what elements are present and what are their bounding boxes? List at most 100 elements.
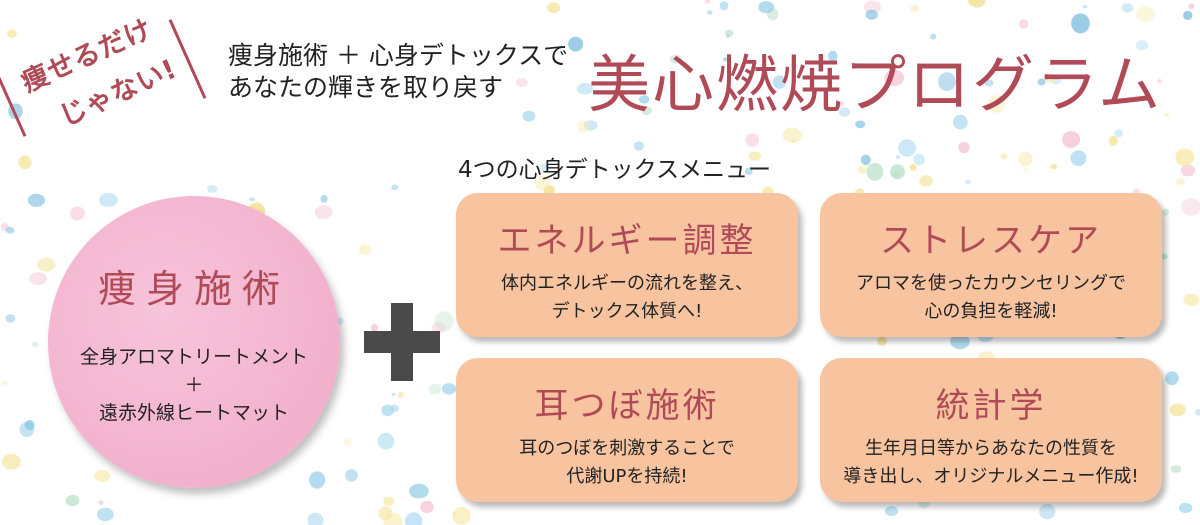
confetti-dot [895,155,901,159]
confetti-dot [69,206,85,221]
confetti-dot [723,57,728,62]
confetti-dot [724,29,734,37]
confetti-dot [1160,253,1168,260]
confetti-dot [37,257,56,272]
confetti-dot [307,512,324,525]
confetti-dot [884,506,899,517]
confetti-dot [1,453,21,470]
confetti-dot [633,141,644,151]
confetti-dot [309,471,326,489]
subheadline: 痩身施術 ＋ 心身デトックスで あなたの輝きを取り戻す [228,40,568,104]
confetti-dot [576,83,594,95]
card-desc-line-1: アロマを使ったカウンセリングで [856,273,1126,294]
confetti-dot [1163,112,1170,117]
confetti-dot [1180,164,1196,177]
confetti-dot [378,506,393,521]
confetti-dot [27,193,45,207]
confetti-dot [1050,164,1058,170]
confetti-dot [1070,150,1087,166]
card-desc-line-1: 耳のつぼを刺激することで [519,438,735,459]
confetti-dot [719,1,729,11]
confetti-dot [860,154,871,166]
confetti-dot [522,110,536,122]
confetti-dot [1039,504,1056,520]
confetti-dot [748,151,762,161]
confetti-dot [669,54,682,64]
confetti-dot [1170,465,1182,473]
confetti-dot [1022,167,1028,172]
confetti-dot [838,107,851,117]
confetti-dot [1178,502,1193,513]
confetti-dot [877,336,888,346]
confetti-dot [837,101,845,107]
confetti-dot [32,341,39,348]
confetti-dot [389,404,399,413]
confetti-dot [1043,73,1057,83]
confetti-dot [5,314,16,323]
confetti-dot [1135,40,1149,51]
confetti-dot [1108,135,1118,146]
menu-card-statistics: 統計学 生年月日等からあなたの性質を 導き出し、オリジナルメニュー作成! [820,358,1162,502]
confetti-dot [1037,78,1046,86]
confetti-dot [1183,293,1200,307]
confetti-dot [428,383,442,395]
confetti-dot [1181,198,1200,216]
confetti-dot [441,383,457,395]
confetti-dot [98,500,104,506]
menu-heading: 4つの心身デトックスメニュー [458,157,771,183]
menu-card-ear-acupressure: 耳つぼ施術 耳のつぼを刺激することで 代謝UPを持続! [456,358,798,502]
confetti-dot [1,380,8,386]
confetti-dot [884,69,905,87]
confetti-dot [18,155,32,170]
confetti-dot [1195,409,1200,416]
card-desc-line-2: 心の負担を軽減! [924,301,1058,322]
confetti-dot [452,507,471,525]
confetti-dot [207,185,218,193]
confetti-dot [744,167,753,175]
confetti-dot [535,175,551,191]
confetti-dot [1121,3,1134,13]
card-title: 統計学 [935,386,1047,426]
confetti-dot [1175,148,1195,167]
confetti-dot [704,0,710,4]
confetti-dot [938,72,956,92]
confetti-dot [5,226,15,234]
confetti-dot [965,179,971,185]
confetti-dot [984,79,994,87]
confetti-dot [953,114,968,130]
confetti-dot [405,512,423,525]
confetti-dot [898,139,917,157]
card-desc-line-1: 体内エネルギーの流れを整え、 [501,273,753,294]
confetti-dot [397,391,404,399]
slimming-treatment-circle: 痩身施術 全身アロマトリートメント ＋ 遠赤外線ヒートマット [48,196,340,488]
confetti-dot [1157,78,1162,84]
confetti-dot [782,127,803,143]
confetti-dot [641,106,652,116]
confetti-dot [249,197,255,202]
confetti-dot [1183,10,1193,20]
circle-line-1: 全身アロマトリートメント [79,346,308,368]
subhead-line-2: あなたの輝きを取り戻す [228,73,504,102]
card-title: 耳つぼ施術 [534,386,720,426]
confetti-dot [547,2,561,13]
confetti-dot [370,323,379,332]
confetti-dot [910,4,920,12]
card-desc-line-1: 生年月日等からあなたの性質を [865,438,1117,459]
confetti-dot [866,162,884,181]
confetti-dot [568,36,584,52]
confetti-dot [539,163,550,172]
card-description: 耳のつぼを刺激することで 代謝UPを持続! [456,435,798,491]
circle-title: 痩身施術 [97,267,290,311]
program-title: 美心燃焼プログラム [588,48,1163,121]
confetti-dot [1162,208,1170,216]
confetti-dot [343,438,352,446]
confetti-dot [909,163,917,171]
circle-line-3: 遠赤外線ヒートマット [98,402,289,424]
confetti-dot [1071,13,1090,34]
confetti-dot [434,311,454,332]
menu-card-stress-care: ストレスケア アロマを使ったカウンセリングで 心の負担を軽減! [820,193,1162,337]
confetti-dot [725,34,731,38]
confetti-dot [913,153,925,166]
confetti-dot [1165,371,1179,386]
confetti-dot [94,469,111,482]
